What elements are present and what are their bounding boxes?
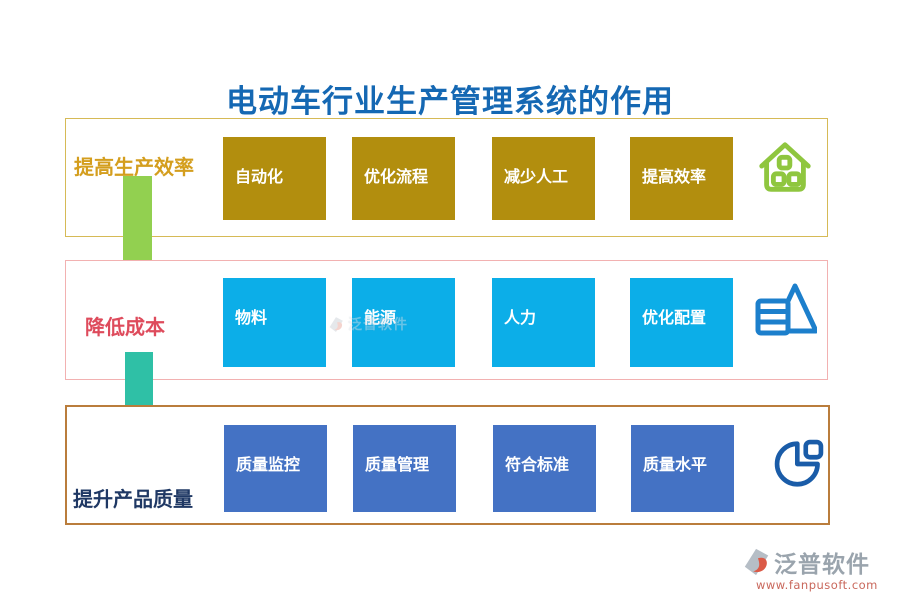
page-title: 电动车行业生产管理系统的作用 xyxy=(226,84,674,120)
feature-box-label: 优化流程 xyxy=(364,167,429,186)
row-label-reduce-cost: 降低成本 xyxy=(85,315,165,339)
feature-box-label: 减少人工 xyxy=(504,167,569,186)
feature-box-label: 物料 xyxy=(235,308,268,327)
feature-box-energy: 能源 xyxy=(352,278,455,367)
feature-box-automation: 自动化 xyxy=(223,137,326,220)
feature-box-meet-standards: 符合标准 xyxy=(493,425,596,512)
feature-box-reduce-labor: 减少人工 xyxy=(492,137,595,220)
feature-box-materials: 物料 xyxy=(223,278,326,367)
pyramid-layers-icon xyxy=(753,277,819,347)
feature-box-label: 符合标准 xyxy=(505,455,570,474)
feature-box-label: 质量监控 xyxy=(236,455,301,474)
pie-chart-icon xyxy=(772,436,826,496)
feature-box-quality-level: 质量水平 xyxy=(631,425,734,512)
feature-box-quality-monitoring: 质量监控 xyxy=(224,425,327,512)
feature-box-raise-efficiency: 提高效率 xyxy=(630,137,733,220)
footer-brand-name: 泛普软件 xyxy=(774,552,870,578)
feature-box-optimize-allocation: 优化配置 xyxy=(630,278,733,367)
row-improve-efficiency: 提高生产效率 自动化 优化流程 减少人工 提高效率 xyxy=(65,118,828,237)
feature-box-label: 质量管理 xyxy=(365,455,430,474)
row-label-improve-efficiency: 提高生产效率 xyxy=(74,155,194,179)
feature-box-manpower: 人力 xyxy=(492,278,595,367)
feature-box-label: 提高效率 xyxy=(642,167,707,186)
feature-box-quality-management: 质量管理 xyxy=(353,425,456,512)
feature-box-label: 质量水平 xyxy=(643,455,708,474)
feature-box-label: 能源 xyxy=(364,308,397,327)
footer-url: www.fanpusoft.com xyxy=(756,578,878,592)
row-label-improve-quality: 提升产品质量 xyxy=(73,487,193,511)
row-reduce-cost: 降低成本 物料 能源 人力 优化配置 xyxy=(65,260,828,380)
fanpu-logo-icon xyxy=(744,548,769,576)
feature-box-label: 人力 xyxy=(504,308,537,327)
factory-house-icon xyxy=(754,136,816,204)
footer-brand-block: 泛普软件 www.fanpusoft.com xyxy=(742,545,892,592)
feature-box-label: 自动化 xyxy=(235,167,284,186)
feature-box-label: 优化配置 xyxy=(642,308,707,327)
row-improve-quality: 提升产品质量 质量监控 质量管理 符合标准 质量水平 xyxy=(65,405,830,525)
feature-box-optimize-process: 优化流程 xyxy=(352,137,455,220)
